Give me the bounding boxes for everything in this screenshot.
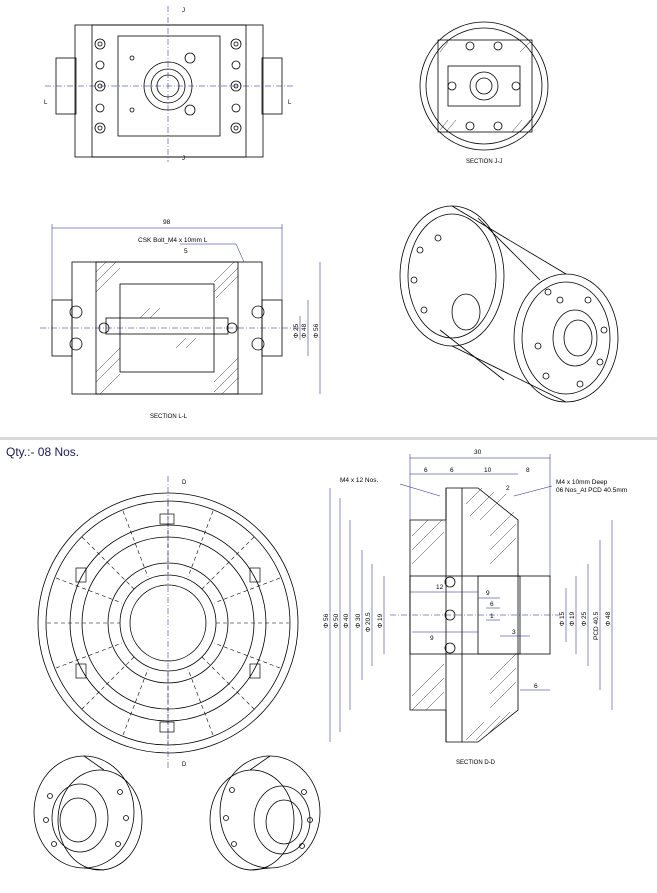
top-drawing-canvas: J J L L SECTION J-J (40, 6, 619, 420)
section-ll-caption: SECTION L-L (150, 414, 188, 420)
section-dd-left-dia-56: Φ 56 (323, 613, 330, 628)
quantity-note: Qty.:- 08 Nos. (6, 445, 80, 459)
section-jj-caption: SECTION J-J (466, 159, 502, 165)
section-dd-inner-dim-3: 6 (490, 601, 494, 608)
isometric-ring-left (33, 755, 143, 871)
section-ll-dia-48: Φ 48 (301, 323, 308, 338)
top-view (55, 24, 283, 158)
section-ll-hatch (95, 261, 239, 395)
section-dd-callout-right-2: 06 Nos_At PCD 40.5mm (556, 487, 627, 494)
section-jj-view (419, 21, 549, 151)
section-dd-right-dia-25: Φ 25 (581, 611, 588, 626)
section-dd-inner-dim-2: 9 (486, 590, 490, 597)
section-dd-left-dia-19: Φ 19 (377, 613, 384, 628)
section-dd-inner-dim-1: 12 (436, 584, 444, 591)
section-dd-inner-dim-7: 6 (534, 683, 538, 690)
section-jj-hatch (439, 41, 531, 133)
section-dd-top-dim-3: 10 (484, 467, 492, 474)
section-dd-top-dim-2: 6 (450, 467, 454, 474)
section-dd-left-dia-20-5: Φ 20.5 (365, 612, 372, 632)
section-ll-small-dim: 5 (184, 248, 188, 255)
sheet-divider (0, 437, 657, 440)
section-ll-dimensions (51, 224, 321, 394)
section-ll-callout: CSK Bolt_M4 x 10mm L (138, 237, 208, 244)
cut-label-l-right: L (288, 100, 292, 106)
front-view-tapped-holes (75, 513, 261, 733)
section-dd-hatch (411, 487, 517, 741)
section-dd-left-dia-40: Φ 40 (343, 613, 350, 628)
section-dd-callout-left: M4 x 12 Nos. (340, 477, 378, 484)
bottom-drawing-sheet: D D (0, 440, 657, 888)
cut-label-j-bottom: J (182, 156, 185, 162)
cut-label-d-top: D (182, 480, 187, 486)
section-dd-inner-dim-5: 9 (430, 635, 434, 642)
section-dd-inner-dim-6: 3 (512, 629, 516, 636)
section-dd-inner-dim-4: 1 (490, 613, 494, 620)
section-dd-left-dia-30: Φ 30 (355, 613, 362, 628)
top-view-centerlines (45, 6, 295, 162)
cut-label-j-top: J (182, 8, 185, 14)
section-dd-left-dia-50: Φ 50 (333, 613, 340, 628)
section-dd-width-dim: 30 (474, 449, 482, 456)
section-ll-width-dim: 98 (163, 219, 171, 226)
isometric-assembly (399, 205, 619, 403)
section-dd-caption: SECTION D-D (456, 760, 496, 766)
section-dd-small-dim: 2 (506, 485, 510, 492)
front-view-dashed-ribs (47, 502, 289, 744)
isometric-ring-right (209, 755, 321, 871)
section-dd-right-dia-19: Φ 19 (569, 611, 576, 626)
section-ll-dia-56: Φ 56 (313, 323, 320, 338)
section-dd-dimensions (329, 454, 613, 742)
section-dd-right-pcd: PCD 40.5 (593, 611, 600, 640)
section-dd-top-dim-4: 8 (526, 467, 530, 474)
cut-label-d-bottom: D (182, 762, 187, 768)
section-dd-right-dia-15: Φ 15 (559, 611, 566, 626)
section-dd-callout-right-1: M4 x 10mm Deep (556, 479, 608, 486)
section-ll-dia-25: Φ 25 (293, 323, 300, 338)
bottom-drawing-canvas: D D (33, 449, 627, 871)
top-drawing-sheet: J J L L SECTION J-J (0, 0, 657, 437)
section-dd-top-dim-1: 6 (424, 467, 428, 474)
section-dd-right-dia-48: Φ 48 (605, 611, 612, 626)
cut-label-l-left: L (44, 100, 48, 106)
